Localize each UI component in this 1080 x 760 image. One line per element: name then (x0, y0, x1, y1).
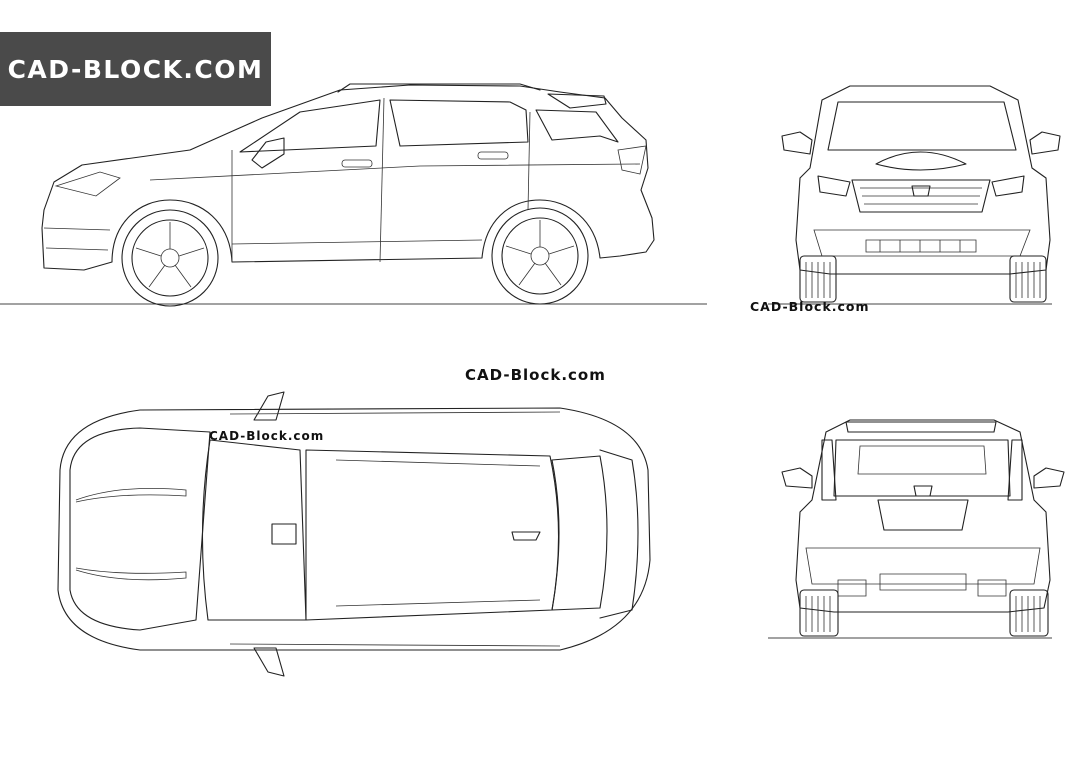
side-sill (231, 239, 483, 245)
watermark-center: CAD-Block.com (465, 366, 606, 384)
side-character-line (149, 163, 641, 181)
top-tailgate (599, 449, 639, 619)
top-rear-glass (551, 455, 608, 611)
front-tire-right (1009, 255, 1047, 303)
rear-tire-tread (805, 596, 1041, 632)
top-roof-rail-upper (335, 459, 541, 467)
side-body-outline (41, 84, 655, 271)
top-body-outline (57, 407, 651, 651)
side-front-window (239, 99, 381, 153)
rear-taillight-right (1007, 439, 1023, 501)
rear-window-inner (857, 445, 987, 475)
rear-window (833, 439, 1011, 497)
side-view (0, 83, 707, 307)
side-headlight (54, 171, 121, 197)
side-rear-wheel (491, 207, 589, 305)
rear-view (768, 419, 1065, 639)
front-headlight-left (817, 175, 851, 197)
rear-exhaust-area (837, 573, 1007, 597)
side-rear-door-handle (477, 151, 509, 160)
top-hood-crease-lower (75, 567, 187, 581)
front-view (768, 85, 1061, 305)
side-door-line-mid (379, 97, 385, 263)
rear-mirror-left (781, 467, 813, 489)
front-mirror-right (1029, 131, 1061, 155)
watermark-front: CAD-Block.com (750, 299, 870, 314)
side-rear-window (389, 99, 529, 147)
brand-badge-text: CAD-BLOCK.COM (7, 54, 264, 84)
side-front-bumper (43, 227, 111, 251)
top-mirror-lower (253, 647, 285, 677)
brand-badge: CAD-BLOCK.COM (0, 32, 271, 106)
top-roof (305, 449, 560, 621)
side-taillight (617, 145, 647, 175)
front-emblem (911, 185, 931, 197)
top-view (57, 391, 651, 677)
rear-taillight-left (821, 439, 837, 501)
top-hood-crease-upper (75, 487, 187, 503)
top-roof-rail-lower (335, 599, 541, 607)
front-mirror-left (781, 131, 813, 155)
front-body-outline (795, 85, 1051, 275)
rear-spoiler (845, 421, 997, 433)
top-shark-fin (511, 531, 541, 541)
rear-body-outline (795, 419, 1051, 613)
front-tire-left (799, 255, 837, 303)
top-hood (69, 427, 211, 631)
front-lower-intake (865, 239, 977, 253)
top-door-line-lower (229, 643, 561, 647)
rear-mirror-right (1033, 467, 1065, 489)
front-hood (875, 151, 967, 171)
side-mirror (251, 137, 285, 169)
rear-bumper (805, 547, 1041, 585)
top-sunroof-lever (271, 523, 297, 545)
rear-tire-left (799, 589, 839, 637)
side-quarter-window (535, 109, 619, 143)
watermark-top: CAD-Block.com (209, 429, 325, 443)
rear-tire-right (1009, 589, 1049, 637)
side-roof-rail (337, 83, 541, 93)
front-tire-tread (805, 262, 1041, 298)
side-front-wheel (121, 209, 219, 307)
side-spoiler (547, 93, 607, 109)
rear-tailgate (877, 499, 969, 531)
front-grille (851, 179, 991, 213)
front-windshield (827, 101, 1017, 151)
top-windshield (201, 439, 307, 621)
front-headlight-right (991, 175, 1025, 197)
side-door-line-rear (527, 111, 531, 211)
top-mirror-upper (253, 391, 285, 421)
rear-emblem (913, 485, 933, 497)
side-front-door-handle (341, 159, 373, 168)
top-door-line-upper (229, 411, 561, 415)
